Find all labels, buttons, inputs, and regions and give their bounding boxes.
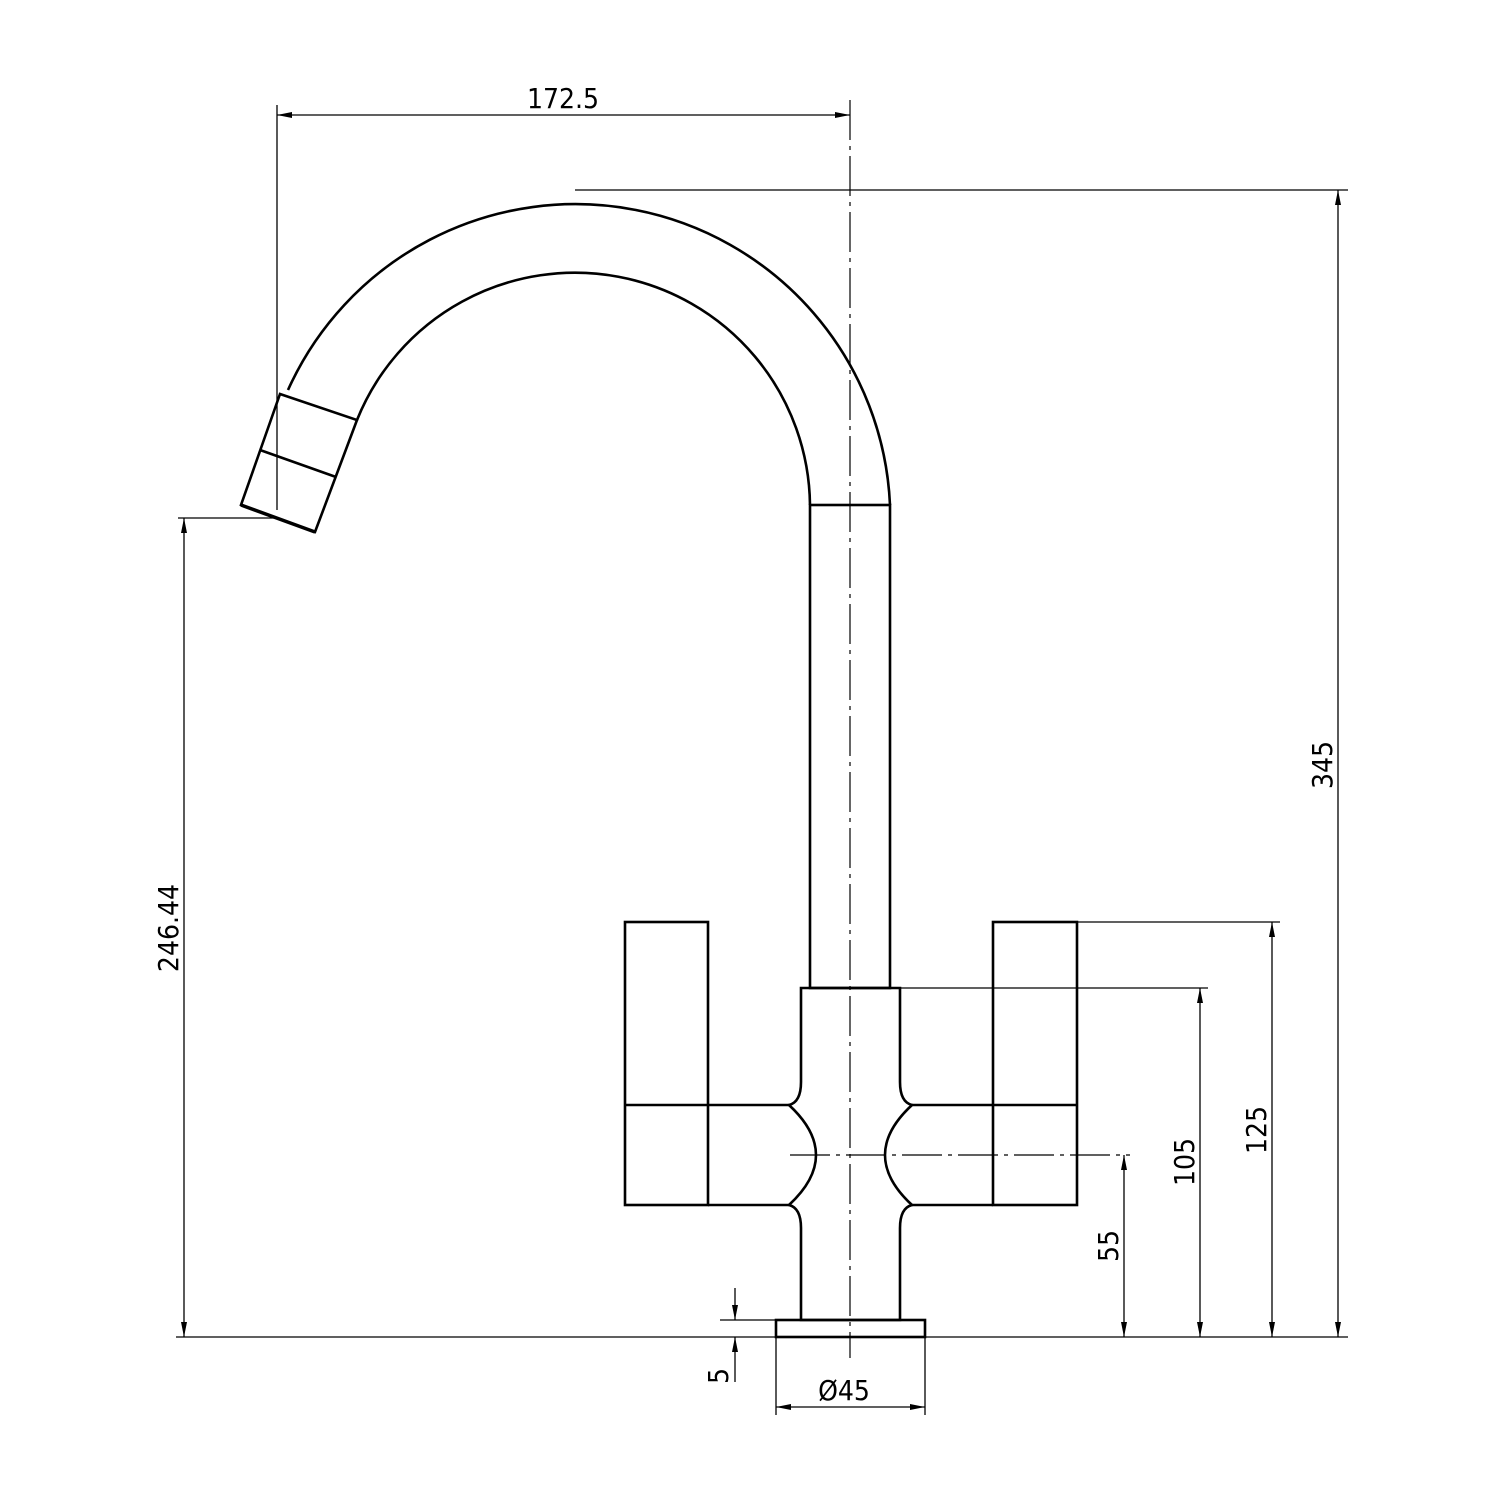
dim-label-base-diameter: Ø45 (818, 1374, 870, 1407)
dimension-body-height: 105 (900, 987, 1208, 1337)
dim-label-spout-reach: 172.5 (527, 82, 599, 115)
dimension-spout-height: 246.44 (152, 517, 277, 1337)
dim-label-spout-height: 246.44 (152, 884, 185, 972)
left-handle (623, 920, 789, 1207)
dim-label-handle-axis: 55 (1092, 1230, 1125, 1262)
aerator-line (259, 448, 337, 479)
dimension-total-height: 345 (575, 189, 1348, 1337)
dimension-base-thickness: 5 (702, 1288, 776, 1384)
dimension-spout-reach: 172.5 (276, 82, 850, 510)
dim-label-handle-top: 125 (1240, 1106, 1273, 1154)
dimension-handle-top: 125 (1077, 921, 1280, 1337)
dimension-handle-axis: 55 (1092, 1155, 1127, 1337)
spout-inner-arc (355, 271, 812, 506)
spout (239, 202, 892, 534)
dim-label-total-height: 345 (1306, 741, 1339, 789)
dim-label-body-height: 105 (1168, 1138, 1201, 1186)
dim-label-base-thickness: 5 (702, 1368, 735, 1384)
right-handle (912, 920, 1079, 1207)
dimension-base-diameter: Ø45 (775, 1337, 926, 1415)
spout-outer-arc (286, 202, 892, 506)
